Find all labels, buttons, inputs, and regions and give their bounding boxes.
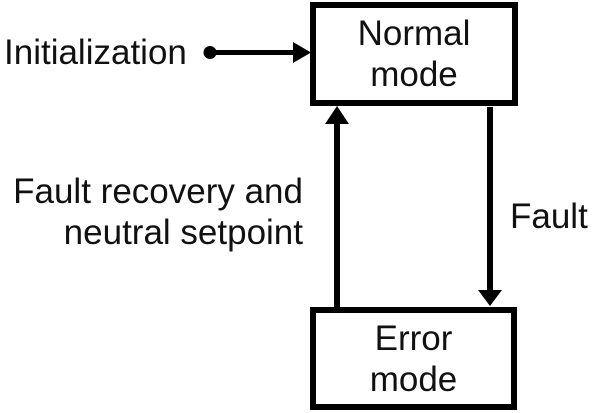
fault-label: Fault	[510, 197, 588, 236]
fault-recovery-arrow	[325, 106, 349, 307]
arrowhead-right-icon	[293, 42, 311, 63]
fault-recovery-label: Fault recovery and neutral setpoint	[13, 172, 303, 252]
initialization-label: Initialization	[4, 33, 187, 72]
start-state-dot	[203, 46, 217, 59]
initialization-arrow	[203, 42, 311, 63]
fault-arrow	[478, 107, 502, 306]
normal-mode-node: Normal mode	[310, 2, 518, 106]
error-mode-node: Error mode	[310, 307, 517, 410]
arrowhead-down-icon	[478, 290, 502, 306]
arrowhead-up-icon	[325, 106, 349, 124]
